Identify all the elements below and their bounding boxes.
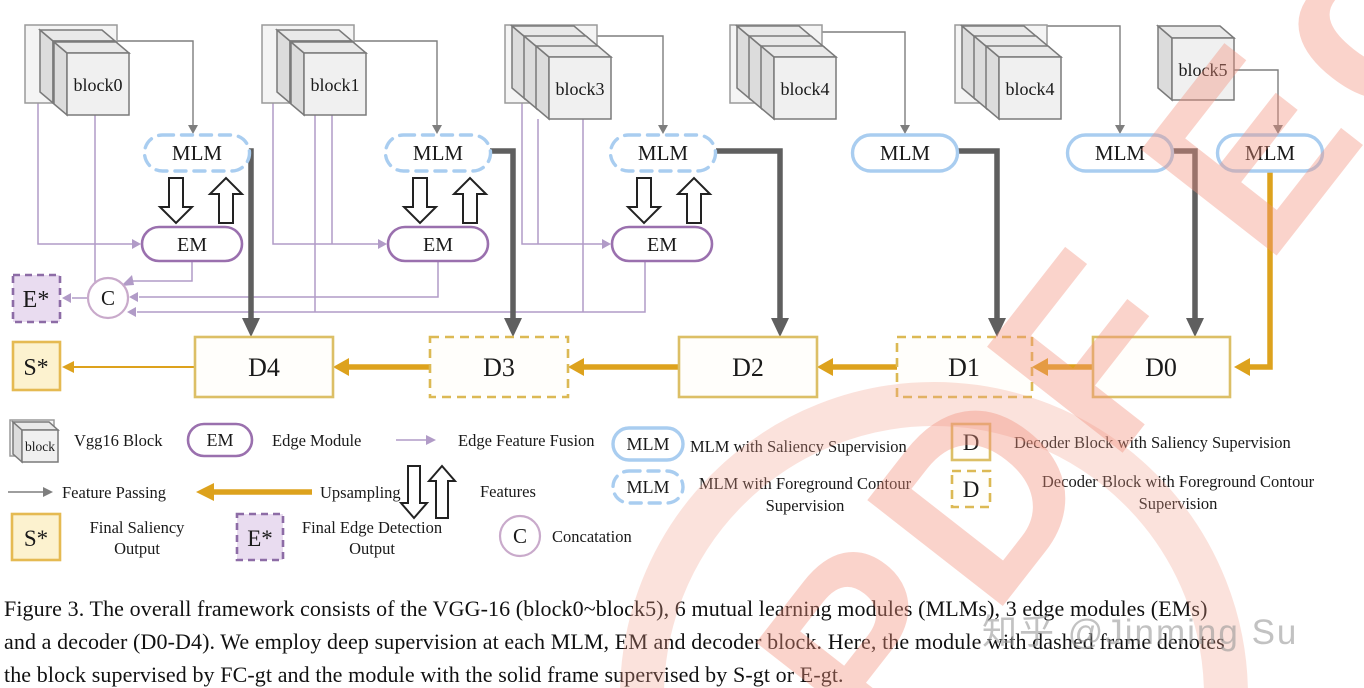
features-arrows	[157, 176, 713, 225]
edge-output-node: E*	[11, 273, 62, 324]
mlm-label: MLM	[1095, 141, 1146, 165]
legend-mlm-saliency: MLM MLM with Saliency Supervision	[611, 426, 907, 462]
block-label: block3	[556, 79, 605, 99]
concat-node: C	[86, 276, 130, 320]
decoder-label: D3	[483, 353, 515, 382]
mlm-module-1: MLM	[142, 133, 252, 173]
decoder-d4: D4	[193, 335, 335, 399]
caption-line-1: Figure 3. The overall framework consists…	[4, 596, 1208, 621]
legend: block Vgg16 Block EM Edge Module Edge Fe…	[8, 419, 1315, 562]
legend-feature-passing-label: Feature Passing	[62, 483, 166, 502]
legend-vgg-block: block Vgg16 Block	[9, 419, 163, 464]
legend-edge-feature-fusion: Edge Feature Fusion	[396, 431, 595, 450]
legend-vgg-block-label: Vgg16 Block	[74, 431, 163, 450]
decoder-d2: D2	[677, 335, 819, 399]
decoder-d3: D3	[428, 335, 570, 399]
em-label: EM	[423, 234, 453, 256]
mlm-module-5: MLM	[1065, 133, 1175, 173]
legend-upsampling: Upsampling	[196, 483, 401, 502]
decoder-label: D0	[1145, 353, 1177, 382]
legend-decoder-saliency: D Decoder Block with Saliency Supervisio…	[950, 422, 1291, 462]
legend-edge-module: EM Edge Module	[186, 422, 361, 458]
legend-mlm-contour-line2: Supervision	[766, 496, 845, 515]
decoder-label: D1	[948, 353, 980, 382]
vgg-block-3: block3	[504, 24, 614, 121]
caption-line-2: and a decoder (D0-D4). We employ deep su…	[4, 628, 1225, 654]
legend-final-saliency-line2: Output	[114, 539, 160, 558]
legend-concatation: C Concatation	[498, 514, 632, 558]
mlm-label: MLM	[172, 141, 223, 165]
block-label: block0	[74, 75, 123, 95]
legend-s-star-label: S*	[24, 526, 48, 551]
edge-feature-fusion-wires	[37, 103, 646, 317]
block-label: block5	[1179, 60, 1228, 80]
figure-caption: Figure 3. The overall framework consists…	[4, 593, 1362, 688]
mlm-label: MLM	[638, 141, 689, 165]
legend-features-label: Features	[480, 482, 536, 501]
edge-module-3: EM	[610, 225, 714, 263]
saliency-output-node: S*	[11, 340, 62, 392]
legend-mlm-contour-line1: MLM with Foreground Contour	[699, 474, 912, 493]
em-label: EM	[177, 234, 207, 256]
mlm-label: MLM	[880, 141, 931, 165]
legend-mlm-icon-label: MLM	[626, 434, 669, 454]
legend-feature-passing: Feature Passing	[8, 483, 166, 502]
mlm-module-3: MLM	[608, 133, 718, 173]
vgg-block-4b: block4	[954, 24, 1064, 121]
vgg-block-0: block0	[24, 24, 132, 117]
legend-edge-feature-fusion-label: Edge Feature Fusion	[458, 431, 595, 450]
legend-e-star-label: E*	[247, 526, 273, 551]
legend-final-edge-line2: Output	[349, 539, 395, 558]
edge-module-2: EM	[386, 225, 490, 263]
legend-final-edge: E* Final Edge Detection Output	[235, 512, 442, 562]
block-label: block4	[781, 79, 830, 99]
vgg-block-1: block1	[261, 24, 369, 117]
upsampling-wires	[62, 171, 1273, 376]
mlm-label: MLM	[1245, 141, 1296, 165]
edge-module-1: EM	[140, 225, 244, 263]
legend-final-edge-line1: Final Edge Detection	[302, 518, 442, 537]
legend-final-saliency: S* Final Saliency Output	[10, 512, 186, 562]
decoder-label: D4	[248, 353, 280, 382]
legend-upsampling-label: Upsampling	[320, 483, 401, 502]
edge-output-label: E*	[23, 287, 50, 313]
legend-decoder-contour-line2: Supervision	[1139, 494, 1218, 513]
legend-decoder-contour: D Decoder Block with Foreground Contour …	[950, 469, 1315, 513]
saliency-output-label: S*	[23, 355, 48, 381]
decoder-label: D2	[732, 353, 764, 382]
legend-features: Features	[398, 464, 536, 520]
legend-mlm-contour: MLM MLM with Foreground Contour Supervis…	[611, 469, 912, 515]
concat-label: C	[101, 286, 115, 310]
legend-final-saliency-line1: Final Saliency	[90, 518, 186, 537]
decoder-d1: D1	[895, 335, 1034, 399]
legend-concatation-label: Concatation	[552, 527, 632, 546]
legend-edge-module-label: Edge Module	[272, 431, 361, 450]
legend-mlm-saliency-label: MLM with Saliency Supervision	[690, 437, 907, 456]
legend-decoder-saliency-label: Decoder Block with Saliency Supervision	[1014, 433, 1291, 452]
decoder-d0: D0	[1091, 335, 1232, 399]
block-label: block1	[311, 75, 360, 95]
legend-d-icon-label: D	[963, 430, 980, 455]
mlm-module-4: MLM	[850, 133, 960, 173]
vgg-block-4a: block4	[729, 24, 839, 121]
legend-mlm-icon-label: MLM	[626, 477, 669, 497]
mlm-module-6: MLM	[1215, 133, 1325, 173]
mlm-label: MLM	[413, 141, 464, 165]
legend-d-icon-label: D	[963, 477, 980, 502]
legend-decoder-contour-line1: Decoder Block with Foreground Contour	[1042, 472, 1315, 491]
caption-line-3: the block supervised by FC-gt and the mo…	[4, 661, 844, 687]
mlm-module-2: MLM	[383, 133, 493, 173]
vgg-block-5: block5	[1155, 24, 1237, 102]
em-label: EM	[647, 234, 677, 256]
legend-c-icon-label: C	[513, 524, 527, 548]
legend-block-icon-label: block	[25, 439, 55, 454]
legend-em-icon-label: EM	[207, 430, 234, 450]
block-label: block4	[1006, 79, 1055, 99]
feature-passing-wires	[117, 25, 1283, 134]
